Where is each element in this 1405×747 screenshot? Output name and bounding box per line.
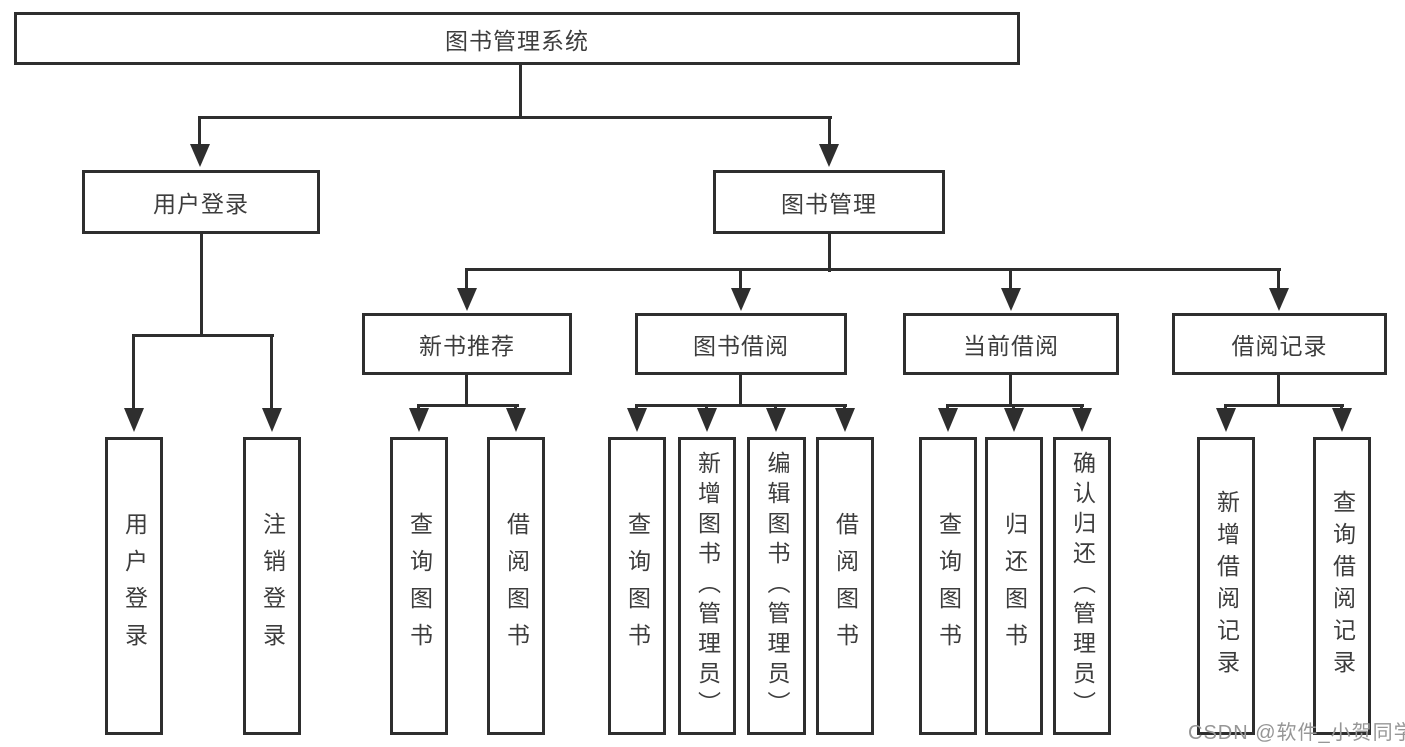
connector-vline [828, 116, 831, 148]
connector-vline [739, 268, 742, 294]
connector-vline [828, 231, 831, 272]
leaf-logout: 注销登录 [243, 437, 301, 735]
node-borrowing-records: 借阅记录 [1172, 313, 1387, 375]
arrowhead-down-icon [506, 408, 526, 432]
leaf-label: 归还图书 [1001, 512, 1028, 660]
connector-vline [1009, 268, 1012, 294]
node-label: 借阅记录 [1231, 333, 1328, 359]
arrowhead-down-icon [1072, 408, 1092, 432]
node-label: 图书借阅 [693, 333, 789, 359]
csdn-watermark: CSDN @软件_小贺同学 [1188, 722, 1405, 744]
leaf-label: 借阅图书 [832, 512, 859, 660]
connector-vline [465, 373, 468, 406]
leaf-borrow-books-2: 借阅图书 [816, 437, 874, 735]
connector-hline [132, 334, 274, 337]
node-user-login: 用户登录 [82, 170, 320, 234]
node-current-borrowing: 当前借阅 [903, 313, 1119, 375]
arrowhead-down-icon [262, 408, 282, 432]
connector-vline [519, 65, 522, 119]
leaf-return-book: 归还图书 [985, 437, 1043, 735]
connector-hline [946, 404, 1084, 407]
arrowhead-down-icon [819, 144, 839, 167]
leaf-add-borrow-record: 新增借阅记录 [1197, 437, 1255, 735]
connector-vline [270, 334, 273, 412]
leaf-query-books-3: 查询图书 [919, 437, 977, 735]
node-book-borrowing: 图书借阅 [635, 313, 847, 375]
leaf-user-login: 用户登录 [105, 437, 163, 735]
arrowhead-down-icon [1216, 408, 1236, 432]
arrowhead-down-icon [1004, 408, 1024, 432]
node-library-management-system: 图书管理系统 [14, 12, 1020, 65]
connector-vline [198, 116, 201, 148]
leaf-label: 编辑图书（管理员） [764, 451, 790, 721]
connector-hline [417, 404, 519, 407]
leaf-borrow-books: 借阅图书 [487, 437, 545, 735]
leaf-confirm-return-admin: 确认归还（管理员） [1053, 437, 1111, 735]
leaf-label: 查询图书 [624, 512, 651, 660]
node-label: 用户登录 [153, 191, 249, 217]
connector-hline [635, 404, 847, 407]
connector-vline [132, 334, 135, 412]
node-new-book-recommend: 新书推荐 [362, 313, 572, 375]
arrowhead-down-icon [731, 288, 751, 311]
node-book-management: 图书管理 [713, 170, 945, 234]
leaf-add-book-admin: 新增图书（管理员） [678, 437, 736, 735]
leaf-label: 确认归还（管理员） [1069, 451, 1096, 721]
leaf-label: 新增借阅记录 [1213, 490, 1240, 682]
node-label: 当前借阅 [963, 333, 1059, 359]
arrowhead-down-icon [627, 408, 647, 432]
arrowhead-down-icon [190, 144, 210, 167]
connector-hline [465, 268, 1281, 271]
connector-vline [1277, 373, 1280, 406]
leaf-label: 查询借阅记录 [1329, 490, 1356, 682]
arrowhead-down-icon [1269, 288, 1289, 311]
arrowhead-down-icon [766, 408, 786, 432]
arrowhead-down-icon [938, 408, 958, 432]
leaf-query-borrow-record: 查询借阅记录 [1313, 437, 1371, 735]
connector-vline [1277, 268, 1280, 294]
arrowhead-down-icon [835, 408, 855, 432]
connector-vline [200, 231, 203, 336]
node-label: 新书推荐 [419, 333, 515, 359]
arrowhead-down-icon [457, 288, 477, 311]
connector-hline [1224, 404, 1344, 407]
leaf-label: 查询图书 [935, 512, 962, 660]
leaf-label: 新增图书（管理员） [694, 451, 721, 721]
connector-vline [1009, 373, 1012, 406]
arrowhead-down-icon [1001, 288, 1021, 311]
connector-vline [739, 373, 742, 406]
leaf-edit-book-admin: 编辑图书（管理员） [747, 437, 806, 735]
leaf-label: 查询图书 [406, 512, 433, 660]
leaf-label: 用户登录 [121, 512, 148, 660]
leaf-label: 注销登录 [259, 512, 286, 660]
arrowhead-down-icon [1332, 408, 1352, 432]
leaf-query-books: 查询图书 [390, 437, 448, 735]
node-label: 图书管理 [781, 191, 877, 217]
leaf-label: 借阅图书 [503, 512, 530, 660]
node-label: 图书管理系统 [445, 27, 589, 54]
arrowhead-down-icon [409, 408, 429, 432]
arrowhead-down-icon [124, 408, 144, 432]
connector-vline [465, 268, 468, 294]
connector-hline [198, 116, 832, 119]
arrowhead-down-icon [697, 408, 717, 432]
leaf-query-books-2: 查询图书 [608, 437, 666, 735]
